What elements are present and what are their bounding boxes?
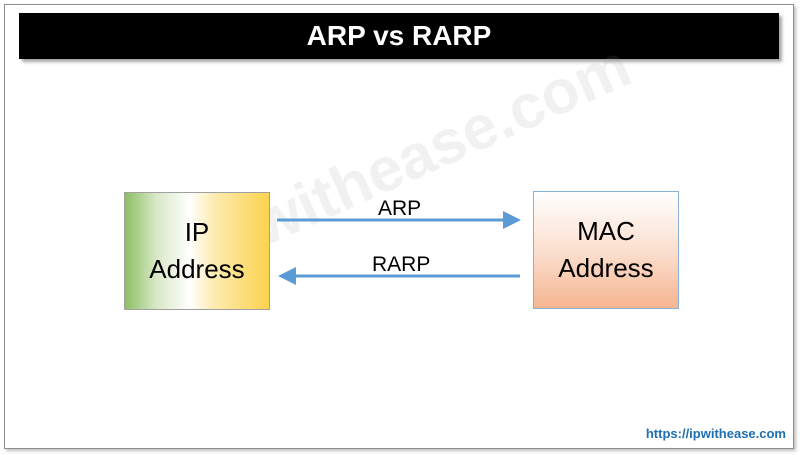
mac-box-line2: Address xyxy=(558,253,654,283)
ip-box-line2: Address xyxy=(149,254,245,284)
ip-box-line1: IP xyxy=(184,217,210,247)
mac-address-box: MAC Address xyxy=(533,191,679,309)
ip-address-box: IP Address xyxy=(124,192,270,310)
footer-url-link[interactable]: https://ipwithease.com xyxy=(645,426,786,441)
mac-box-line1: MAC xyxy=(577,216,635,246)
diagram-title: ARP vs RARP xyxy=(19,13,779,59)
arp-label: ARP xyxy=(378,197,422,220)
rarp-label: RARP xyxy=(372,253,431,276)
